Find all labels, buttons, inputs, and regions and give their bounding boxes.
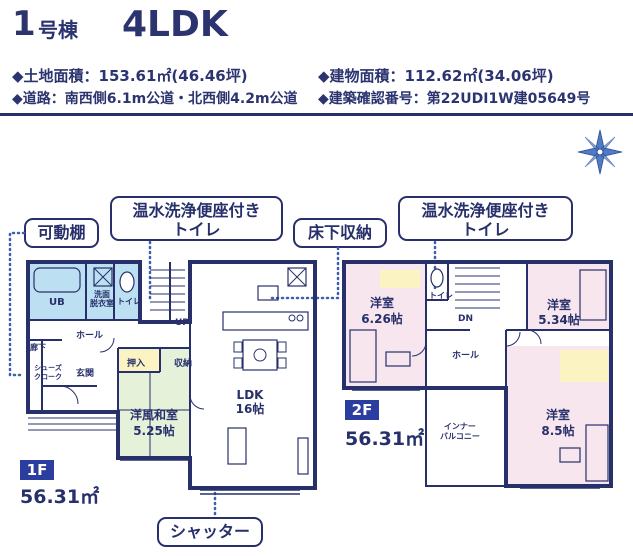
header-divider bbox=[0, 113, 633, 116]
2f-west-room-size: 6.26帖 bbox=[361, 312, 403, 326]
callout-toilet-1f: 温水洗浄便座付き トイレ bbox=[110, 196, 283, 241]
callout-toilet-2f-line1: 温水洗浄便座付き bbox=[421, 201, 550, 220]
2f-closet-fill bbox=[560, 350, 608, 382]
1f-corridor-label: 廊下 bbox=[30, 343, 46, 352]
callout-movable-shelf-text: 可動棚 bbox=[37, 223, 86, 242]
callout-toilet-1f-line2: トイレ bbox=[172, 220, 221, 239]
floor-2-plan bbox=[342, 260, 613, 489]
1f-shoe-cloak-label: シューズ クローク bbox=[34, 364, 62, 381]
1f-ub-label: UB bbox=[49, 297, 65, 308]
floor-1-badge: 1F bbox=[20, 460, 54, 480]
2f-balcony-label: インナー バルコニー bbox=[440, 422, 480, 441]
road-info: ◆道路：南西側6.1m公道・北西側4.2m公道 bbox=[12, 91, 298, 107]
1f-wash-label: 洗面 脱衣室 bbox=[90, 290, 114, 308]
1f-ldk-size: 16帖 bbox=[235, 402, 265, 416]
building-number: 1 bbox=[12, 4, 36, 44]
permit-number: ◆建築確認番号：第22UDI1W建05649号 bbox=[318, 91, 591, 107]
1f-toilet-label: トイレ bbox=[117, 297, 141, 306]
land-area: ◆土地面積：153.61㎡(46.46坪) bbox=[12, 67, 248, 85]
2f-west-closet-fill bbox=[380, 270, 420, 288]
callout-shutter: シャッター bbox=[157, 517, 263, 547]
floor-2-area: 56.31㎡ bbox=[345, 428, 425, 450]
2f-se-room-size: 8.5帖 bbox=[541, 424, 575, 438]
callout-underfloor-text: 床下収納 bbox=[307, 223, 372, 242]
2f-ne-room-fill bbox=[527, 262, 611, 330]
floor-2-badge: 2F bbox=[345, 400, 379, 420]
1f-oshiire-label: 押入 bbox=[127, 359, 146, 369]
1f-entrance-label: 玄関 bbox=[76, 369, 95, 379]
1f-washitsu-size: 5.25帖 bbox=[133, 424, 175, 438]
compass-icon bbox=[577, 129, 623, 175]
1f-washitsu-name: 洋風和室 bbox=[129, 408, 178, 422]
building-area: ◆建物面積：112.62㎡(34.06坪) bbox=[318, 67, 554, 85]
2f-hall-label: ホール bbox=[452, 351, 480, 361]
2f-se-room-name: 洋室 bbox=[545, 408, 570, 422]
layout-type: 4LDK bbox=[122, 4, 228, 45]
2f-west-room-name: 洋室 bbox=[369, 296, 394, 310]
1f-storage-label: 収納 bbox=[174, 359, 193, 369]
callout-toilet-2f-line2: トイレ bbox=[461, 220, 510, 239]
2f-ne-room-size: 5.34帖 bbox=[538, 313, 580, 327]
1f-hall-label: ホール bbox=[76, 331, 104, 341]
2f-ne-room-name: 洋室 bbox=[546, 298, 571, 312]
floor-1-area: 56.31㎡ bbox=[20, 486, 100, 508]
callout-toilet-2f: 温水洗浄便座付き トイレ bbox=[398, 196, 573, 241]
1f-ldk-name: LDK bbox=[236, 388, 264, 402]
callout-underfloor-storage: 床下収納 bbox=[293, 218, 387, 248]
floor-1-plan bbox=[26, 260, 317, 495]
callout-shutter-text: シャッター bbox=[169, 522, 250, 541]
2f-toilet-label: トイレ bbox=[429, 291, 453, 300]
1f-oshiire-fill bbox=[118, 350, 160, 372]
building-suffix: 号棟 bbox=[38, 18, 78, 42]
1f-up-label: UP bbox=[175, 318, 189, 328]
2f-dn-label: DN bbox=[458, 314, 474, 324]
callout-toilet-1f-line1: 温水洗浄便座付き bbox=[132, 201, 261, 220]
